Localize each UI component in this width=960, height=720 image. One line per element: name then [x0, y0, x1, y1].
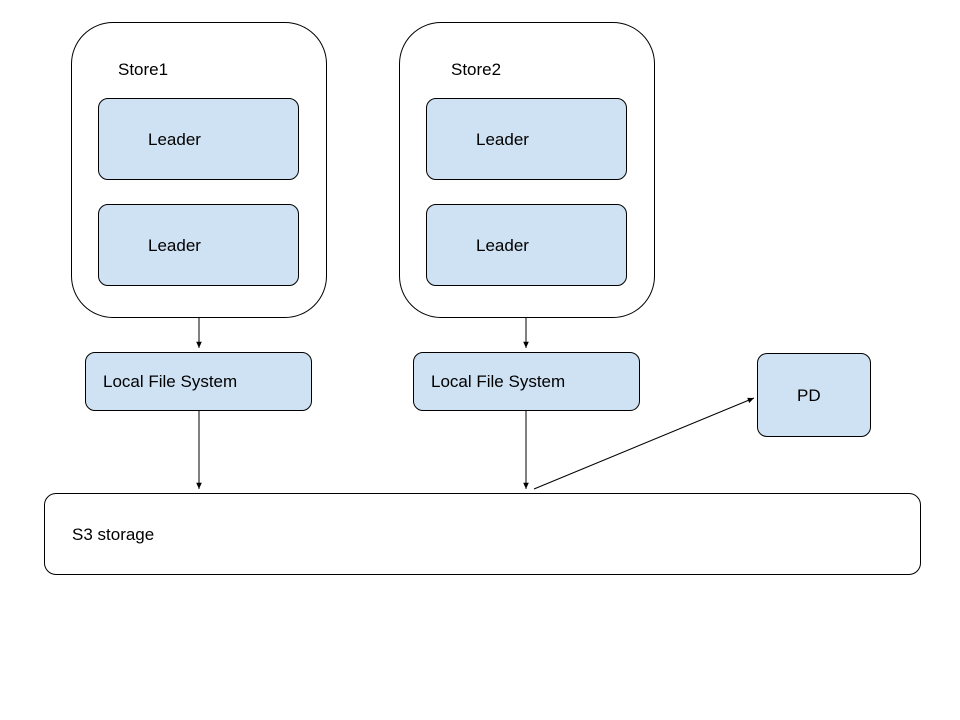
- pd-node: PD: [757, 353, 871, 437]
- store1-leader-2: Leader: [98, 204, 299, 286]
- store1-local-file-system: Local File System: [85, 352, 312, 411]
- s3-storage: S3 storage: [44, 493, 921, 575]
- store1-leader-1: Leader: [98, 98, 299, 180]
- store2-local-file-system-label: Local File System: [431, 372, 566, 391]
- arrow-s3-to-pd: [533, 397, 755, 490]
- store1-leader-2-label: Leader: [148, 236, 201, 255]
- store1-title: Store1: [118, 60, 169, 79]
- store2-leader-1: Leader: [426, 98, 627, 180]
- store2-leader-2-label: Leader: [476, 236, 529, 255]
- s3-storage-label: S3 storage: [72, 525, 155, 544]
- store2-leader-1-label: Leader: [476, 130, 529, 149]
- store1-local-file-system-label: Local File System: [103, 372, 238, 391]
- pd-label: PD: [797, 386, 821, 405]
- store2-leader-2: Leader: [426, 204, 627, 286]
- store2-title: Store2: [451, 60, 502, 79]
- store1-leader-1-label: Leader: [148, 130, 201, 149]
- store2-local-file-system: Local File System: [413, 352, 640, 411]
